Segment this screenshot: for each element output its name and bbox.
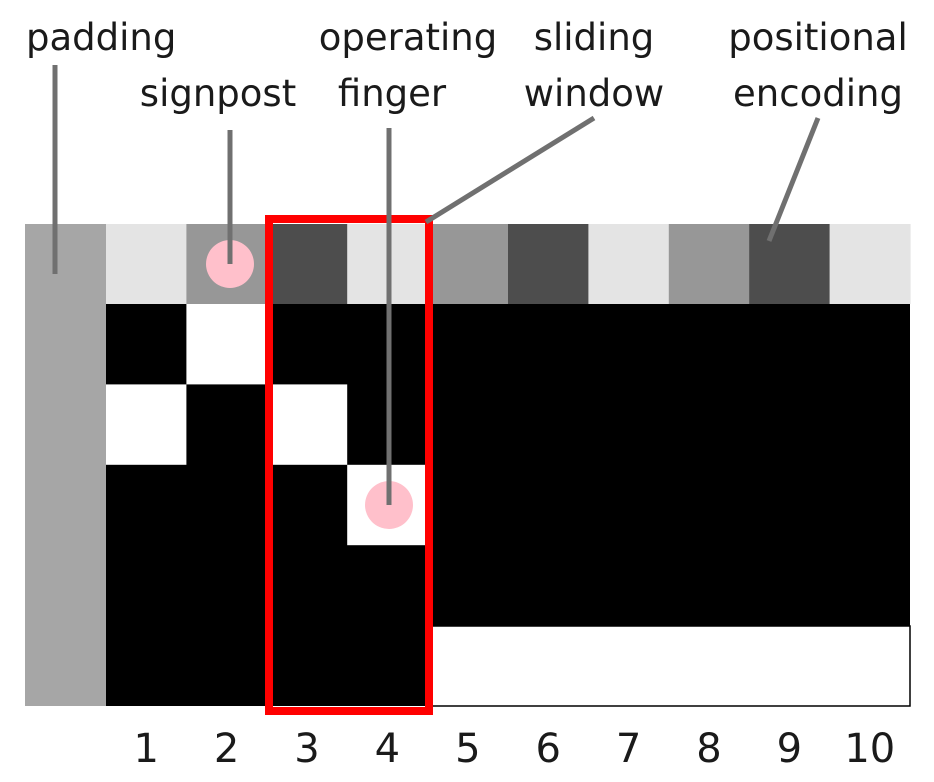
sliding-window-pointer (424, 115, 596, 225)
white-cell-r2-c3 (266, 384, 348, 465)
sliding-window (265, 215, 433, 715)
signpost-label: signpost (140, 72, 296, 115)
padding-column (25, 224, 106, 706)
column-number-8: 8 (696, 726, 721, 772)
finger-label: finger (338, 72, 447, 115)
pe-cell-9 (749, 224, 831, 304)
padding-label: padding (26, 16, 176, 59)
white-cells (106, 304, 428, 546)
pe-cell-6 (508, 224, 589, 304)
window-label: window (524, 72, 664, 115)
positional-encoding-pointer (766, 117, 821, 242)
column-number-7: 7 (616, 726, 641, 772)
positional-encoding-row (106, 224, 911, 304)
column-numbers: 1 2 3 4 5 6 7 8 9 10 (133, 726, 895, 772)
pe-cell-1 (106, 224, 187, 304)
sliding-label: sliding (534, 16, 655, 59)
white-bottom-span (428, 625, 911, 707)
pe-cell-3 (266, 224, 348, 304)
pe-cell-7 (588, 224, 670, 304)
pe-cell-5 (427, 224, 509, 304)
encoding-label: encoding (733, 72, 903, 115)
column-number-5: 5 (455, 726, 480, 772)
white-cell-r2-c1 (106, 384, 187, 465)
positional-label: positional (728, 16, 908, 59)
column-number-2: 2 (214, 726, 239, 772)
column-number-4: 4 (375, 726, 400, 772)
column-number-3: 3 (294, 726, 319, 772)
column-number-10: 10 (844, 726, 895, 772)
operating-label: operating (319, 16, 498, 59)
column-number-9: 9 (777, 726, 802, 772)
white-cell-r1-c2 (186, 304, 267, 385)
pe-cell-8 (668, 224, 750, 304)
column-number-6: 6 (535, 726, 560, 772)
column-number-1: 1 (133, 726, 158, 772)
pe-cell-10 (829, 224, 911, 304)
